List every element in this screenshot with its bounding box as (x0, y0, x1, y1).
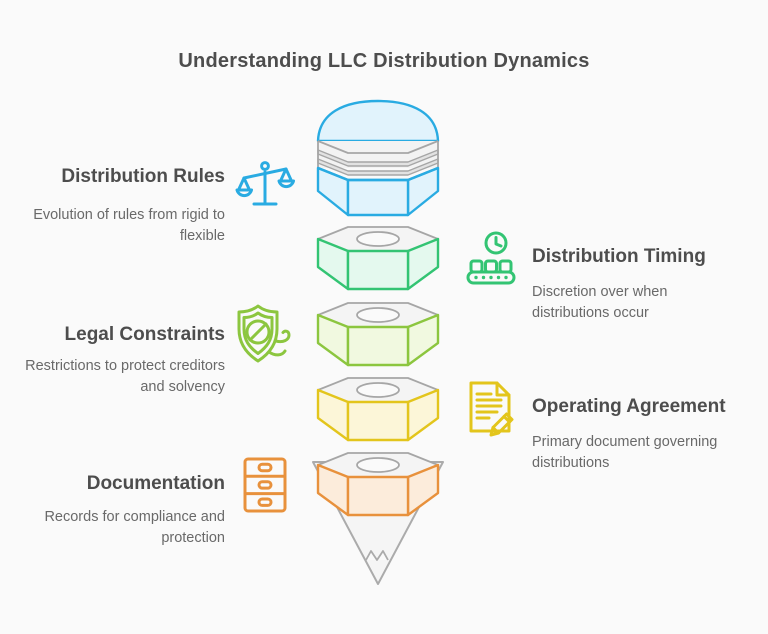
section-desc-documentation: Records for compliance and protection (44, 509, 225, 547)
funnel-layer-nut-orange (316, 452, 440, 517)
section-title-distribution-timing: Distribution Timing (532, 246, 706, 267)
funnel-layer-nut-yellow (316, 377, 440, 442)
file-cabinet-icon (243, 457, 287, 513)
section-desc-distribution-rules: Evolution of rules from rigid to flexibl… (33, 207, 225, 245)
section-title-operating-agreement: Operating Agreement (532, 396, 726, 417)
document-pencil-icon (469, 381, 514, 437)
clock-conveyor-icon (466, 231, 516, 285)
section-desc-legal-constraints: Restrictions to protect creditors and so… (25, 358, 225, 396)
section-title-distribution-rules: Distribution Rules (61, 166, 225, 187)
funnel-layer-nut-green (316, 226, 440, 291)
page-title: Understanding LLC Distribution Dynamics (178, 50, 590, 72)
section-title-legal-constraints: Legal Constraints (64, 324, 225, 345)
funnel-layer-pencil-cap (316, 99, 440, 217)
section-desc-distribution-timing: Discretion over when distributions occur (532, 284, 668, 322)
shield-icon (237, 304, 291, 363)
scales-icon (235, 161, 295, 206)
section-title-documentation: Documentation (86, 473, 225, 494)
funnel-stack-graphic (312, 99, 444, 585)
section-desc-operating-agreement: Primary document governing distributions (532, 434, 718, 472)
funnel-layer-nut-lime (316, 302, 440, 367)
